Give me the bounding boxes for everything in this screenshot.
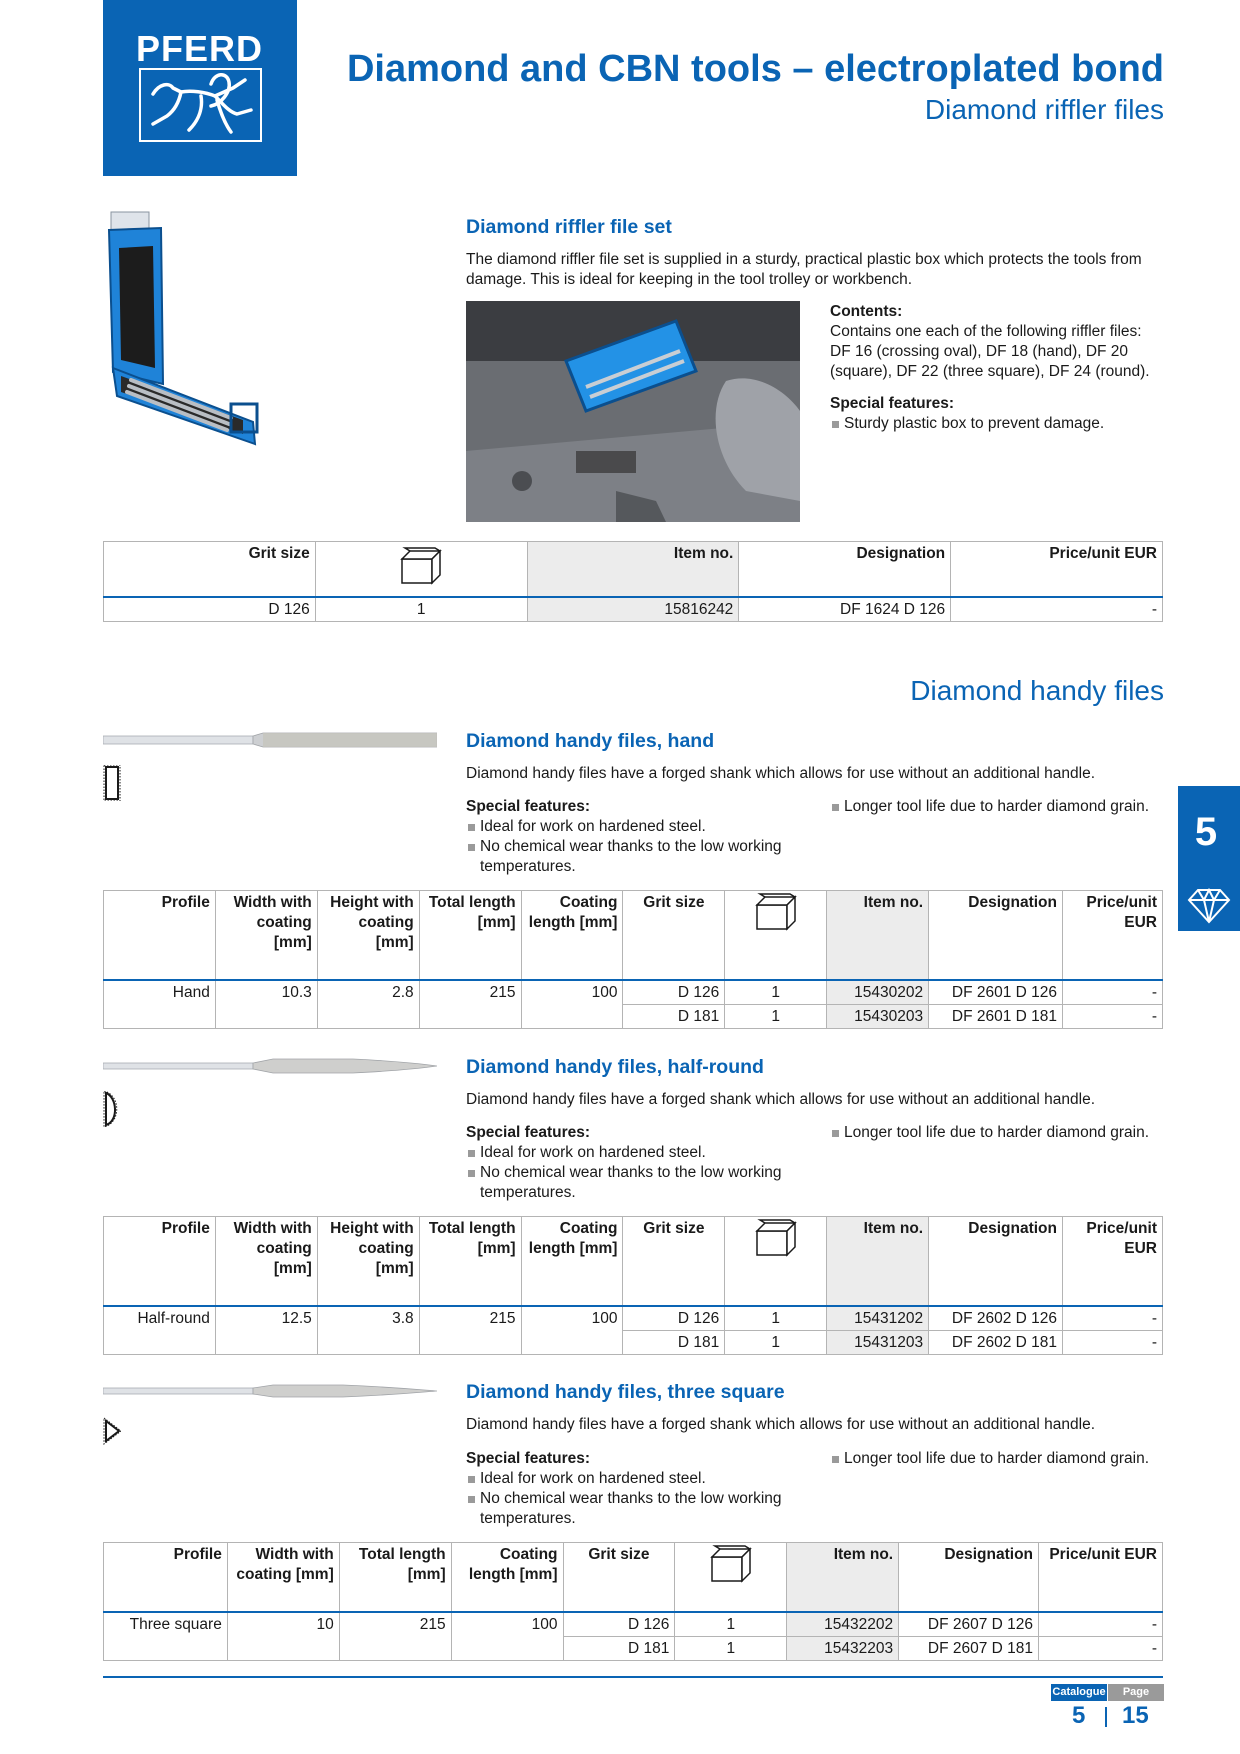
col-designation: Designation — [738, 541, 952, 598]
riffler-set-photo — [466, 301, 800, 522]
pack-unit-header — [314, 541, 528, 598]
table-row: Three square 10 215 100 D 126 1 15432202… — [103, 1611, 1163, 1661]
package-icon — [709, 1545, 752, 1583]
page-title: Diamond and CBN tools – electroplated bo… — [346, 48, 1164, 90]
package-icon — [754, 1219, 797, 1257]
hand-features-label: Special features: — [466, 798, 591, 815]
feature-no-chemical-wear: No chemical wear thanks to the low worki… — [466, 1163, 806, 1203]
three-square-profile-icon — [103, 1416, 121, 1446]
set-feature-item: Sturdy plastic box to prevent damage. — [830, 414, 1150, 434]
table-row: Hand 10.3 2.8 215 100 D 126 1 15430202 D… — [103, 979, 1163, 1029]
riffler-set-box-image — [107, 211, 259, 446]
diamond-icon — [1187, 888, 1231, 924]
horse-logo-icon — [139, 68, 262, 142]
three-square-file-image — [103, 1384, 437, 1398]
hand-profile-icon — [103, 765, 121, 801]
feature-hardened-steel: Ideal for work on hardened steel. — [466, 817, 806, 837]
catalogue-label: Catalogue — [1051, 1684, 1107, 1701]
set-table: Grit size Item no. Designation Price/uni… — [103, 541, 1163, 622]
three-square-features-label: Special features: — [466, 1450, 591, 1467]
hand-intro: Diamond handy files have a forged shank … — [466, 765, 1095, 782]
col-item-no: Item no. — [526, 541, 740, 598]
table-row: D 181 1 15430203 DF 2601 D 181 - — [104, 1003, 1163, 1029]
footer-divider — [1105, 1707, 1107, 1727]
table-row: D 181 1 15432203 DF 2607 D 181 - — [104, 1635, 1163, 1661]
brand-name: PFERD — [136, 28, 264, 69]
set-heading: Diamond riffler file set — [466, 216, 672, 238]
pferd-logo: PFERD — [103, 0, 297, 176]
feature-longer-life: Longer tool life due to harder diamond g… — [830, 797, 1150, 817]
col-grit-size: Grit size — [103, 541, 316, 598]
feature-no-chemical-wear: No chemical wear thanks to the low worki… — [466, 837, 806, 877]
three-square-heading: Diamond handy files, three square — [466, 1381, 785, 1403]
feature-longer-life: Longer tool life due to harder diamond g… — [830, 1123, 1150, 1143]
package-icon — [400, 547, 442, 586]
table-row: Half-round 12.5 3.8 215 100 D 126 1 1543… — [103, 1305, 1163, 1355]
half-round-table: Profile Width with coating [mm] Height w… — [103, 1216, 1163, 1355]
half-round-intro: Diamond handy files have a forged shank … — [466, 1091, 1095, 1108]
set-intro: The diamond riffler file set is supplied… — [466, 251, 1142, 288]
three-square-table: Profile Width with coating [mm] Total le… — [103, 1542, 1163, 1661]
table-row: D 181 1 15431203 DF 2602 D 181 - — [104, 1329, 1163, 1355]
col-price: Price/unit EUR — [950, 541, 1163, 598]
set-features-label: Special features: — [830, 395, 955, 412]
contents-text: Contains one each of the following riffl… — [830, 323, 1150, 380]
half-round-profile-icon — [103, 1091, 118, 1127]
hand-table: Profile Width with coating [mm] Height w… — [103, 890, 1163, 1029]
page-number: 15 — [1122, 1702, 1149, 1729]
feature-hardened-steel: Ideal for work on hardened steel. — [466, 1469, 806, 1489]
half-round-file-image — [103, 1058, 437, 1074]
table-row: D 126 1 15816242 DF 1624 D 126 - — [103, 596, 1163, 622]
three-square-intro: Diamond handy files have a forged shank … — [466, 1416, 1095, 1433]
hand-heading: Diamond handy files, hand — [466, 730, 715, 752]
hand-file-image — [103, 732, 437, 748]
handy-files-title: Diamond handy files — [910, 675, 1164, 706]
feature-longer-life: Longer tool life due to harder diamond g… — [830, 1449, 1150, 1469]
page-label: Page — [1108, 1684, 1164, 1701]
page-subtitle: Diamond riffler files — [924, 94, 1164, 125]
chapter-number: 5 — [1194, 810, 1218, 854]
contents-label: Contents: — [830, 303, 903, 320]
package-icon — [754, 893, 797, 931]
half-round-heading: Diamond handy files, half-round — [466, 1056, 764, 1078]
chapter-tab[interactable]: 5 — [1178, 786, 1240, 931]
feature-no-chemical-wear: No chemical wear thanks to the low worki… — [466, 1489, 806, 1529]
feature-hardened-steel: Ideal for work on hardened steel. — [466, 1143, 806, 1163]
bottom-rule — [103, 1676, 1163, 1678]
catalogue-number: 5 — [1072, 1702, 1086, 1729]
half-round-features-label: Special features: — [466, 1124, 591, 1141]
